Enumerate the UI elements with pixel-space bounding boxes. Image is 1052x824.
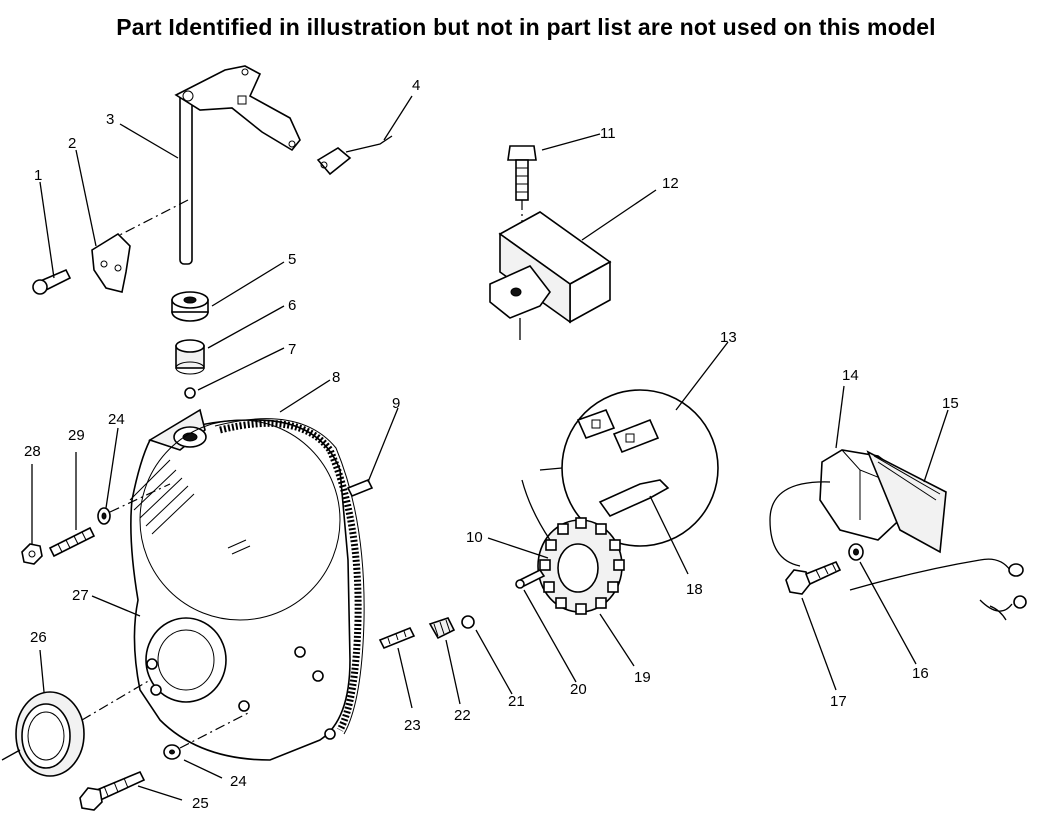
callout-28: 28 xyxy=(24,443,41,460)
spring xyxy=(428,617,456,640)
callout-14: 14 xyxy=(842,367,859,384)
oil-seal xyxy=(1,679,151,777)
stud xyxy=(48,526,96,558)
leader-lines xyxy=(31,95,949,801)
gasket xyxy=(214,418,365,735)
callout-22: 22 xyxy=(454,707,471,724)
callout-18: 18 xyxy=(686,581,703,598)
ignition-washer xyxy=(848,543,864,561)
callout-labels: 1 2 3 4 5 6 7 8 9 10 11 12 13 14 15 16 1… xyxy=(24,77,959,812)
check-ball xyxy=(184,387,196,399)
callout-29: 29 xyxy=(68,427,85,444)
callout-23: 23 xyxy=(404,717,421,734)
callout-21: 21 xyxy=(508,693,525,710)
stator xyxy=(521,479,625,615)
callout-3: 3 xyxy=(106,111,114,128)
hex-nut xyxy=(21,543,43,565)
cap-screw xyxy=(79,770,146,811)
callout-10: 10 xyxy=(466,529,483,546)
page-title: Part Identified in illustration but not … xyxy=(116,14,936,40)
callout-24-top: 24 xyxy=(108,411,125,428)
callout-12: 12 xyxy=(662,175,679,192)
callout-9: 9 xyxy=(392,395,400,412)
gearcase-cover xyxy=(129,408,351,761)
governor-shaft xyxy=(109,65,301,265)
callout-16: 16 xyxy=(912,665,929,682)
callout-25: 25 xyxy=(192,795,209,812)
callout-4: 4 xyxy=(412,77,420,94)
dowel-pin xyxy=(346,478,374,498)
callout-13: 13 xyxy=(720,329,737,346)
connector-detail-circle xyxy=(539,389,719,547)
ball xyxy=(461,615,475,629)
washer xyxy=(171,291,209,322)
callout-6: 6 xyxy=(288,297,296,314)
callout-5: 5 xyxy=(288,251,296,268)
governor-link xyxy=(316,135,393,176)
callout-26: 26 xyxy=(30,629,47,646)
lock-washer-top xyxy=(97,507,111,525)
callout-19: 19 xyxy=(634,669,651,686)
callout-8: 8 xyxy=(332,369,340,386)
callout-11: 11 xyxy=(600,125,616,142)
bushing xyxy=(175,339,205,375)
callout-27: 27 xyxy=(72,587,89,604)
lock-washer-bottom xyxy=(163,744,181,760)
ignition-bolt xyxy=(785,560,842,595)
pin xyxy=(378,626,416,650)
callout-20: 20 xyxy=(570,681,587,698)
callout-24-bottom: 24 xyxy=(230,773,247,790)
bracket xyxy=(91,232,131,293)
callout-17: 17 xyxy=(830,693,847,710)
stator-screw xyxy=(515,568,546,589)
callout-1: 1 xyxy=(34,167,42,184)
ignition-module xyxy=(769,449,1027,621)
callout-2: 2 xyxy=(68,135,76,152)
screw xyxy=(32,268,72,295)
callout-7: 7 xyxy=(288,341,296,358)
callout-15: 15 xyxy=(942,395,959,412)
voltage-regulator xyxy=(489,211,612,340)
